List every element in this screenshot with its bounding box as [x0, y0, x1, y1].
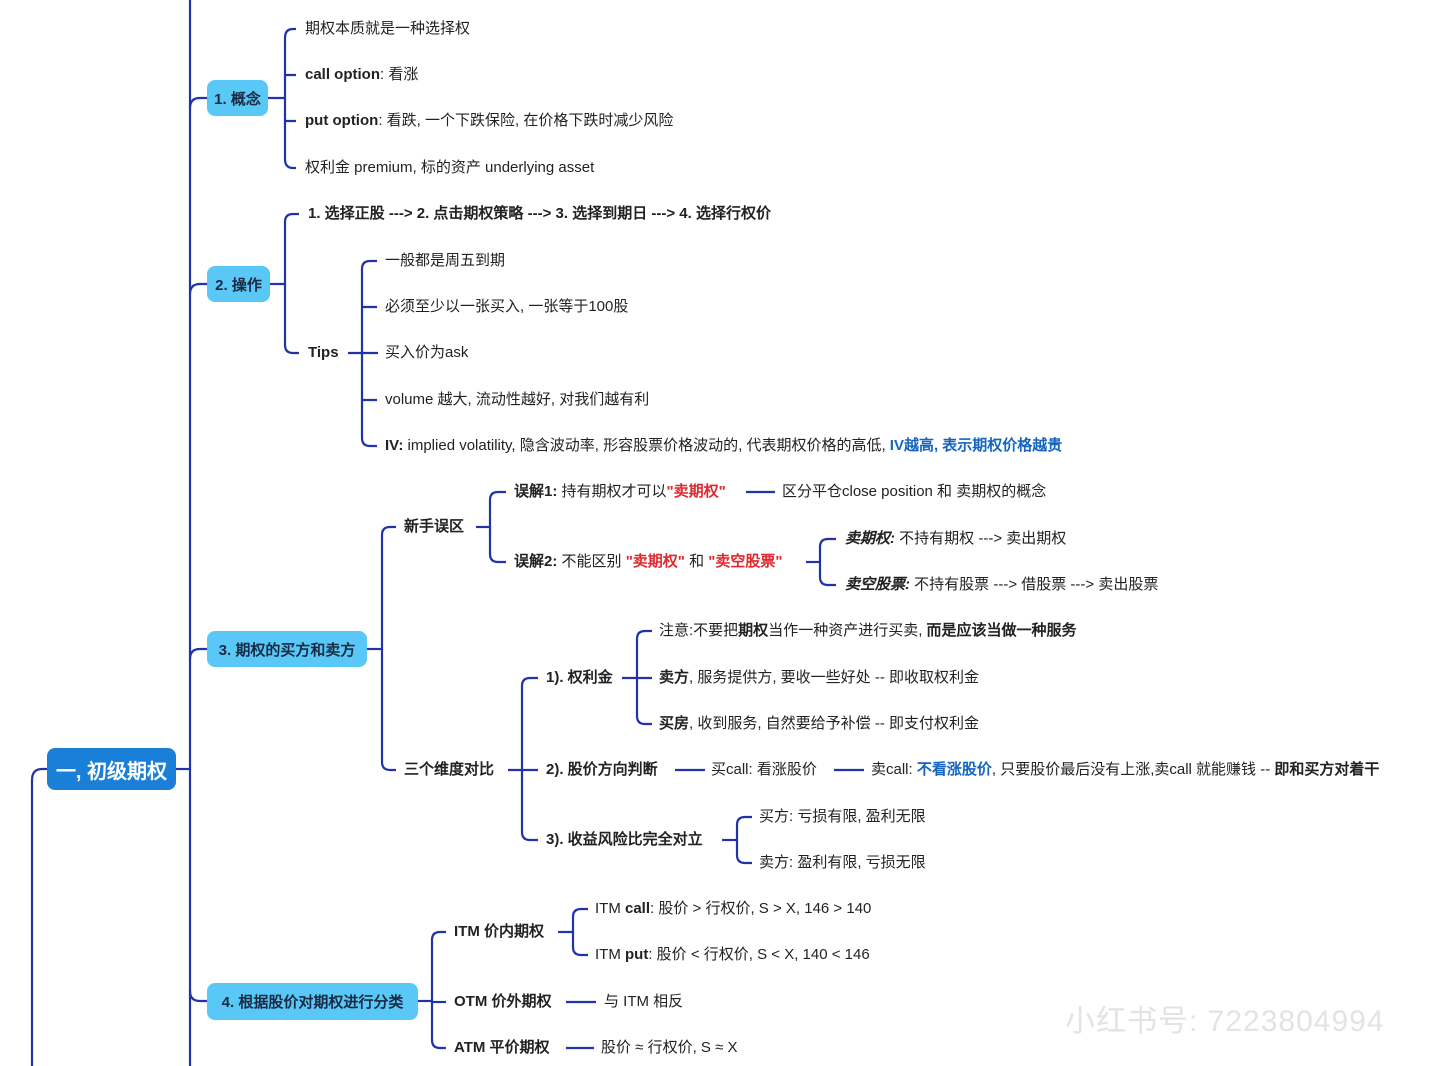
operation-steps: 1. 选择正股 ---> 2. 点击期权策略 ---> 3. 选择到期日 ---… [308, 205, 771, 222]
node-buyer-seller[interactable]: 3. 期权的买方和卖方 [207, 631, 367, 667]
text: put [625, 946, 649, 963]
text: : 股价 > 行权价, S > X, 146 > 140 [650, 900, 872, 917]
text: 卖call: [871, 761, 917, 778]
desc: 不能区别 [557, 553, 626, 570]
direction-node[interactable]: 2). 股价方向判断 [546, 761, 658, 778]
misconception-2-sub: 卖空股票: 不持有股票 ---> 借股票 ---> 卖出股票 [845, 575, 1158, 595]
tip-item-iv: IV: implied volatility, 隐含波动率, 形容股票价格波动的… [385, 436, 1062, 456]
text: 而是应该当做一种服务 [926, 622, 1077, 639]
text: 买房 [659, 715, 690, 732]
sell-call: 卖call: 不看涨股价, 只要股价最后没有上涨,卖call 就能赚钱 -- 即… [871, 760, 1379, 780]
risk-item: 买方: 亏损有限, 盈利无限 [759, 808, 926, 825]
text: ITM [595, 900, 625, 917]
highlight: "卖空股票" [708, 553, 783, 570]
node-operation[interactable]: 2. 操作 [207, 266, 270, 302]
text: ITM [595, 946, 625, 963]
label: 误解1: [514, 483, 558, 500]
misconception-2-sub: 卖期权: 不持有期权 ---> 卖出期权 [845, 529, 1066, 549]
premium-item: 卖方, 服务提供方, 要收一些好处 -- 即收取权利金 [659, 668, 979, 688]
compare-node[interactable]: 三个维度对比 [404, 761, 495, 778]
otm-desc: 与 ITM 相反 [604, 993, 684, 1010]
desc: 不持有股票 ---> 借股票 ---> 卖出股票 [910, 576, 1159, 593]
text: 当作一种资产进行买卖, [768, 622, 927, 639]
premium-node[interactable]: 1). 权利金 [546, 669, 613, 686]
text: 注意:不要把 [659, 622, 739, 639]
text: , 收到服务, 自然要给予补偿 -- 即支付权利金 [689, 715, 980, 732]
premium-item: 买房, 收到服务, 自然要给予补偿 -- 即支付权利金 [659, 714, 979, 734]
tip-item: 必须至少以一张买入, 一张等于100股 [385, 298, 629, 315]
misconception-1-note: 区分平仓close position 和 卖期权的概念 [782, 483, 1047, 500]
highlight: "卖期权" [625, 553, 685, 570]
concept-item: put option: 看跌, 一个下跌保险, 在价格下跌时减少风险 [305, 111, 673, 131]
iv-term: IV: [385, 437, 404, 454]
otm-node[interactable]: OTM 价外期权 [454, 993, 552, 1010]
premium-item: 注意:不要把期权当作一种资产进行买卖, 而是应该当做一种服务 [659, 621, 1077, 641]
concept-item: 期权本质就是一种选择权 [305, 20, 471, 37]
itm-node[interactable]: ITM 价内期权 [454, 923, 544, 940]
node-concept[interactable]: 1. 概念 [207, 80, 268, 116]
text: 即和买方对着干 [1274, 761, 1380, 778]
misconception-2: 误解2: 不能区别 "卖期权" 和 "卖空股票" [514, 552, 783, 572]
watermark: 小红书号: 7223804994 [1065, 1005, 1385, 1038]
desc: : 看跌, 一个下跌保险, 在价格下跌时减少风险 [378, 112, 674, 129]
buy-call: 买call: 看涨股价 [711, 761, 817, 778]
term: put option [305, 112, 379, 129]
iv-desc: implied volatility, 隐含波动率, 形容股票价格波动的, 代表… [403, 437, 890, 454]
text: 期权 [738, 622, 769, 639]
highlight: "卖期权" [666, 483, 726, 500]
desc: 不持有期权 ---> 卖出期权 [895, 530, 1067, 547]
term: 卖期权: [845, 530, 895, 547]
iv-highlight: IV越高, 表示期权价格越贵 [889, 437, 1063, 454]
and: 和 [684, 553, 709, 570]
text: 卖方 [659, 669, 690, 686]
risk-item: 卖方: 盈利有限, 亏损无限 [759, 854, 926, 871]
novice-node[interactable]: 新手误区 [404, 518, 465, 535]
label: 误解2: [514, 553, 558, 570]
concept-item: call option: 看涨 [305, 65, 418, 85]
tip-item: volume 越大, 流动性越好, 对我们越有利 [385, 391, 650, 408]
atm-desc: 股价 ≈ 行权价, S ≈ X [601, 1039, 738, 1056]
atm-node[interactable]: ATM 平价期权 [454, 1039, 550, 1056]
root-node[interactable]: 一, 初级期权 [47, 748, 176, 790]
tips-node[interactable]: Tips [308, 344, 339, 361]
misconception-1: 误解1: 持有期权才可以"卖期权" [514, 482, 726, 502]
itm-item: ITM put: 股价 < 行权价, S < X, 140 < 146 [595, 945, 870, 965]
text: : 股价 < 行权价, S < X, 140 < 146 [648, 946, 870, 963]
itm-item: ITM call: 股价 > 行权价, S > X, 146 > 140 [595, 899, 871, 919]
text: call [625, 900, 651, 917]
desc: 持有期权才可以 [557, 483, 667, 500]
text: , 只要股价最后没有上涨,卖call 就能赚钱 -- [991, 761, 1275, 778]
tip-item: 一般都是周五到期 [385, 252, 506, 269]
tip-item: 买入价为ask [385, 344, 469, 361]
risk-node[interactable]: 3). 收益风险比完全对立 [546, 831, 703, 848]
desc: : 看涨 [380, 66, 419, 83]
text: 不看涨股价 [916, 761, 992, 778]
node-classification[interactable]: 4. 根据股价对期权进行分类 [207, 983, 418, 1020]
concept-item: 权利金 premium, 标的资产 underlying asset [305, 159, 595, 176]
term: call option [305, 66, 380, 83]
term: 卖空股票: [845, 576, 910, 593]
text: , 服务提供方, 要收一些好处 -- 即收取权利金 [689, 669, 980, 686]
